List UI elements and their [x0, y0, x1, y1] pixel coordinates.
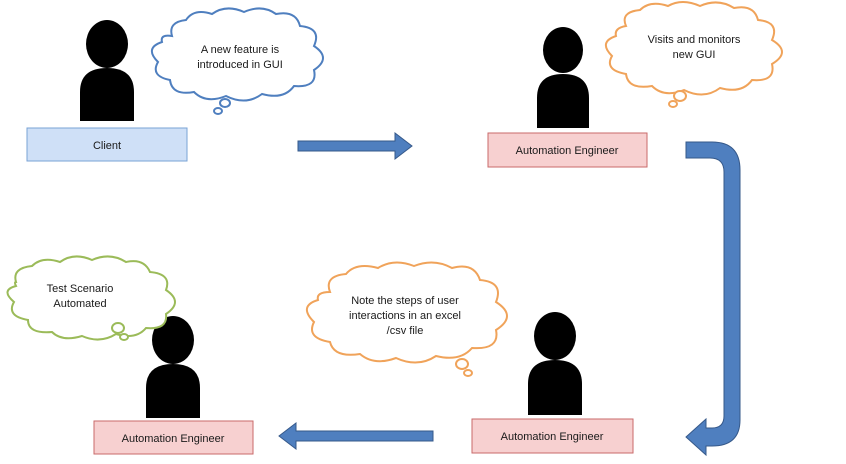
automated-thought-cloud: Test Scenario Automated	[6, 255, 176, 341]
engineer-top-body	[537, 74, 589, 128]
arrow-right-top	[297, 131, 413, 161]
engineer-bottom-right-box: Automation Engineer	[471, 418, 634, 454]
engineer-bottom-right-body	[528, 360, 582, 415]
engineer-bottom-left-body	[146, 364, 200, 418]
engineer-steps-cloud-line2: interactions in an excel	[349, 310, 461, 322]
engineer-bottom-right-person-icon	[528, 312, 582, 415]
automated-cloud-line2: Automated	[53, 298, 106, 310]
client-box: Client	[26, 127, 188, 162]
client-person-head	[86, 20, 128, 68]
arrow-left-bottom	[278, 421, 434, 451]
client-thought-cloud: A new feature is introduced in GUI	[151, 7, 324, 115]
engineer-top-cloud-shape	[605, 1, 783, 96]
automated-cloud-bubble-large	[111, 322, 125, 334]
engineer-steps-cloud-line3: /csv file	[387, 325, 424, 337]
automated-cloud-line1: Test Scenario	[47, 283, 114, 295]
engineer-steps-cloud-bubble-large	[455, 358, 469, 370]
engineer-top-box: Automation Engineer	[487, 132, 648, 168]
client-person-body	[80, 68, 134, 121]
engineer-steps-thought-cloud: Note the steps of user interactions in a…	[306, 261, 508, 377]
client-box-label: Client	[93, 140, 121, 152]
automated-cloud-bubble-small	[119, 333, 129, 341]
engineer-top-box-rect	[487, 132, 648, 168]
engineer-top-thought-cloud: Visits and monitors new GUI	[605, 1, 783, 108]
engineer-top-cloud-bubble-small	[668, 100, 678, 108]
engineer-top-person-icon	[537, 27, 589, 128]
engineer-bottom-right-box-rect	[471, 418, 634, 454]
engineer-bottom-left-box-rect	[93, 420, 254, 455]
arrow-u-turn-shape	[685, 141, 741, 457]
client-cloud-line1: A new feature is	[201, 44, 280, 56]
engineer-top-box-label: Automation Engineer	[516, 145, 619, 157]
client-cloud-line2: introduced in GUI	[197, 59, 283, 71]
engineer-bottom-right-head	[534, 312, 576, 360]
engineer-top-cloud-line2: new GUI	[673, 49, 716, 61]
engineer-bottom-left-head	[152, 316, 194, 364]
automated-cloud-shape	[6, 255, 176, 341]
arrow-right-top-shape	[297, 131, 413, 161]
client-cloud-bubble-large	[219, 98, 231, 108]
client-cloud-shape	[151, 7, 324, 102]
engineer-bottom-left-person-icon	[146, 316, 200, 418]
engineer-top-cloud-line1: Visits and monitors	[648, 34, 741, 46]
client-cloud-bubble-small	[213, 107, 223, 115]
arrow-left-bottom-shape	[278, 421, 434, 451]
engineer-bottom-right-box-label: Automation Engineer	[501, 431, 604, 443]
engineer-bottom-left-box-label: Automation Engineer	[122, 433, 225, 445]
engineer-steps-cloud-shape	[306, 261, 508, 364]
client-box-rect	[26, 127, 188, 162]
engineer-bottom-left-box: Automation Engineer	[93, 420, 254, 455]
engineer-top-cloud-bubble-large	[673, 90, 687, 102]
client-person-icon	[80, 20, 134, 121]
engineer-top-head	[543, 27, 583, 73]
arrow-u-turn	[685, 141, 741, 457]
engineer-steps-cloud-bubble-small	[463, 369, 473, 377]
engineer-steps-cloud-line1: Note the steps of user	[351, 295, 459, 307]
